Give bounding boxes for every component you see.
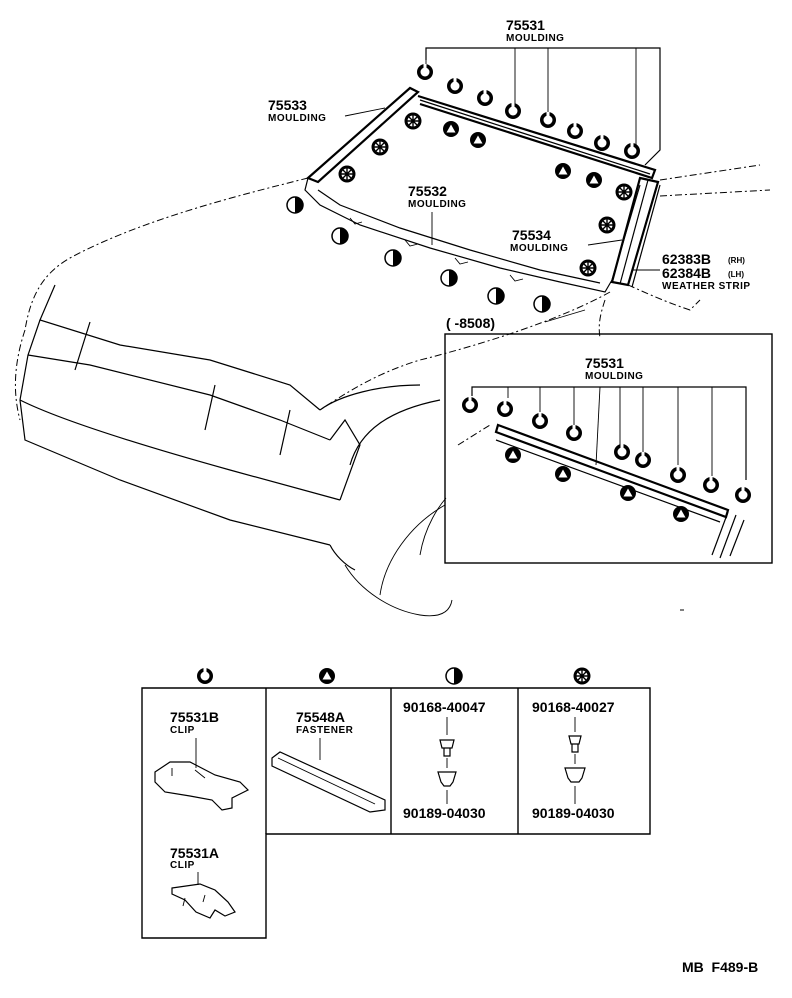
half-circle-symbol-icon — [440, 269, 458, 287]
part-number-75534: 75534 — [512, 227, 551, 243]
part-name-75532: MOULDING — [408, 199, 466, 210]
star-symbol-icon — [614, 182, 634, 202]
triangle-symbol-icon — [673, 506, 689, 522]
part-name-75533: MOULDING — [268, 113, 326, 124]
inset-range-label: ( -8508) — [446, 315, 495, 331]
side-rh: (RH) — [728, 256, 745, 265]
clip-symbol-icon — [197, 668, 213, 684]
side-lh: (LH) — [728, 270, 744, 279]
inset-part-name: MOULDING — [585, 371, 643, 382]
triangle-symbol-icon — [505, 447, 521, 463]
half-circle-symbol-icon — [331, 227, 349, 245]
main-star-symbols — [337, 111, 634, 278]
star-symbol-icon — [578, 258, 598, 278]
clip-symbol-icon — [447, 78, 463, 94]
part-number-75533: 75533 — [268, 97, 307, 113]
triangle-symbol-icon — [470, 132, 486, 148]
star-symbol-icon — [370, 137, 390, 157]
part-name-weather-strip: WEATHER STRIP — [662, 281, 751, 292]
clip-symbol-icon — [670, 467, 686, 483]
part-number-90168-40027: 90168-40027 — [532, 699, 615, 715]
label-75532: 75532 MOULDING — [408, 183, 466, 245]
clip-symbol-icon — [462, 397, 478, 413]
clip-symbol-icon — [566, 425, 582, 441]
clip-symbol-icon — [477, 90, 493, 106]
star-symbol-icon — [597, 215, 617, 235]
legend-cell-clips: 75531B CLIP 75531A CLIP — [154, 709, 250, 919]
clip-symbol-icon — [703, 477, 719, 493]
clip-symbol-icon — [532, 413, 548, 429]
clip-symbol-icon — [614, 444, 630, 460]
clip-symbol-icon — [594, 135, 610, 151]
legend-cell-star: 90168-40027 90189-04030 — [532, 699, 615, 821]
part-number-75531: 75531 — [506, 17, 545, 33]
part-name-75531: MOULDING — [506, 33, 564, 44]
part-number-75531B: 75531B — [170, 709, 219, 725]
legend-cell-half-circle: 90168-40047 90189-04030 — [403, 699, 486, 821]
inset-part-number: 75531 — [585, 355, 624, 371]
part-number-90189-04030-a: 90189-04030 — [403, 805, 486, 821]
half-circle-symbol-icon — [286, 196, 304, 214]
triangle-symbol-icon — [319, 668, 335, 684]
half-circle-symbol-icon — [445, 667, 463, 685]
half-circle-symbol-icon — [487, 287, 505, 305]
car-body-outline — [14, 164, 771, 617]
triangle-symbol-icon — [555, 163, 571, 179]
clip-symbol-icon — [417, 64, 433, 80]
part-number-75531A: 75531A — [170, 845, 219, 861]
triangle-symbol-icon — [555, 466, 571, 482]
label-75534: 75534 MOULDING — [510, 227, 623, 254]
clip-symbol-icon — [540, 112, 556, 128]
figure-code: MB F489-B — [682, 959, 758, 975]
part-number-62383B: 62383B — [662, 251, 711, 267]
clip-symbol-icon — [567, 123, 583, 139]
clip-symbol-icon — [735, 487, 751, 503]
clip-symbol-icon — [497, 401, 513, 417]
part-number-90189-04030-b: 90189-04030 — [532, 805, 615, 821]
clip-symbol-icon — [624, 143, 640, 159]
windshield-frame — [304, 86, 661, 293]
triangle-symbol-icon — [586, 172, 602, 188]
part-number-75532: 75532 — [408, 183, 447, 199]
main-half-circle-symbols — [286, 196, 551, 313]
label-75533: 75533 MOULDING — [268, 97, 386, 124]
half-circle-symbol-icon — [384, 249, 402, 267]
triangle-symbol-icon — [620, 485, 636, 501]
part-number-75548A: 75548A — [296, 709, 345, 725]
star-symbol-icon — [403, 111, 423, 131]
triangle-symbol-icon — [443, 121, 459, 137]
main-clip-symbols — [417, 64, 640, 159]
part-name-clip-b: CLIP — [170, 725, 195, 736]
legend-cell-fastener: 75548A FASTENER — [271, 709, 386, 813]
half-circle-symbol-icon — [533, 295, 551, 313]
part-number-62384B: 62384B — [662, 265, 711, 281]
label-75531: 75531 MOULDING — [425, 17, 661, 166]
part-number-90168-40047: 90168-40047 — [403, 699, 486, 715]
clip-symbol-icon — [505, 103, 521, 119]
part-name-fastener: FASTENER — [296, 725, 354, 736]
inset-frame — [444, 333, 773, 564]
star-symbol-icon — [337, 164, 357, 184]
part-name-clip-a: CLIP — [170, 860, 195, 871]
parts-legend: 75531B CLIP 75531A CLIP 75548A FASTENER … — [141, 666, 651, 939]
star-symbol-icon — [572, 666, 592, 686]
inset-detail: ( -8508) 75531 MOULDING — [444, 309, 773, 564]
clip-symbol-icon — [635, 452, 651, 468]
part-name-75534: MOULDING — [510, 243, 568, 254]
label-weather-strip: 62383B (RH) 62384B (LH) WEATHER STRIP — [632, 251, 751, 292]
